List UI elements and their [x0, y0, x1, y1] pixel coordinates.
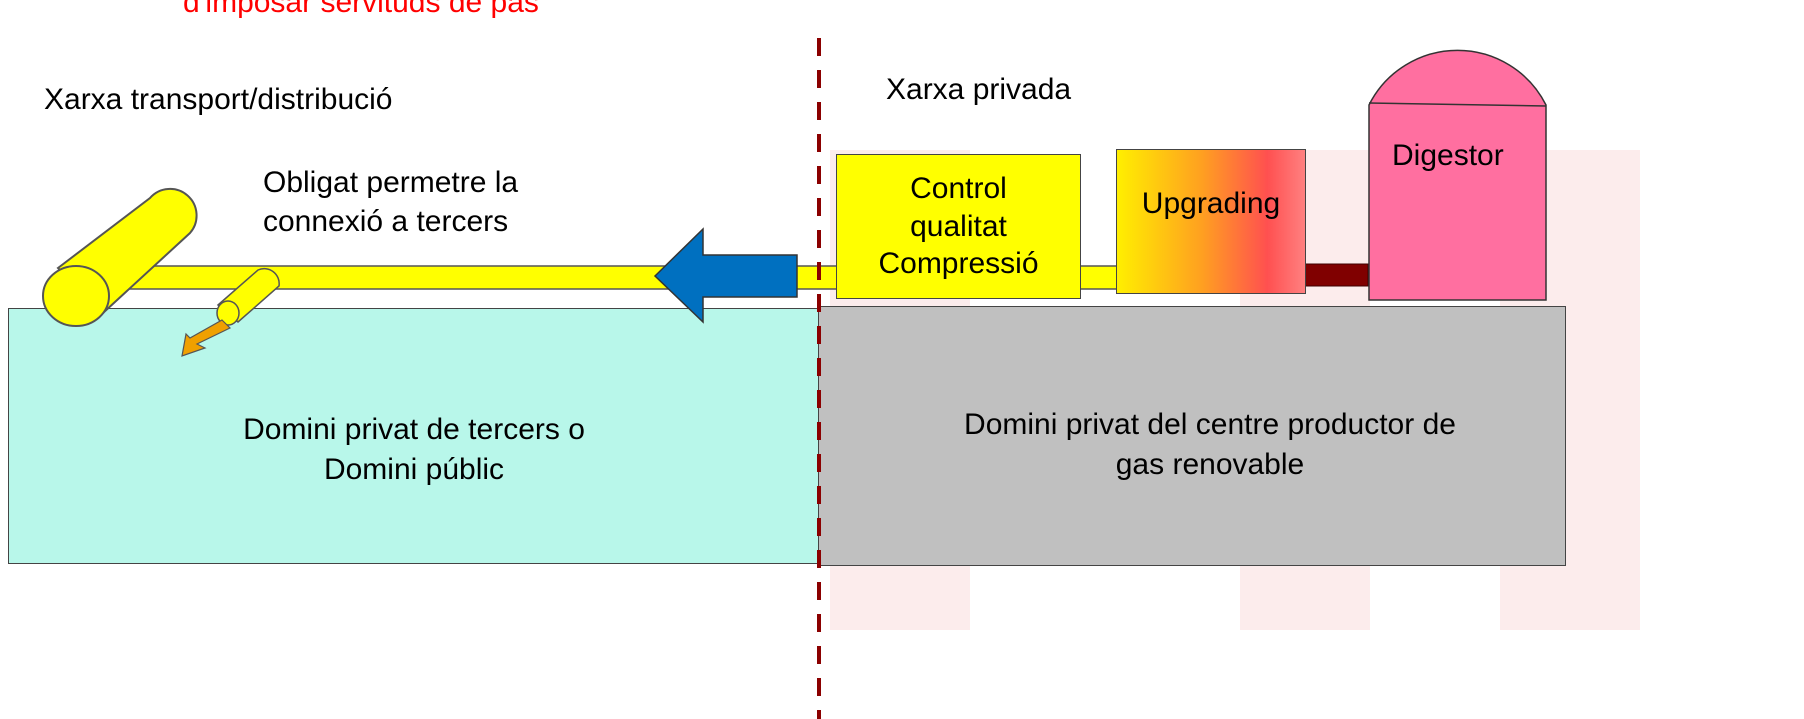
branch-connection-pipe: [216, 267, 280, 326]
public-domain-region: [8, 308, 820, 564]
private-domain-label-line-2: gas renovable: [1115, 448, 1305, 481]
branch-arrow-icon: [181, 319, 232, 357]
obligation-label-line-2: connexió a tercers: [263, 205, 509, 238]
gas-flow-arrow-icon: [653, 227, 798, 324]
digestor-label: Digestor: [1392, 139, 1504, 172]
public-domain-label: Domini privat de tercers o Domini públic: [8, 405, 820, 495]
obligation-label: Obligat permetre la connexió a tercers: [263, 163, 518, 241]
private-domain-label-line-1: Domini privat del centre productor de: [964, 407, 1456, 441]
control-label-line-3: Compressió: [878, 247, 1039, 281]
public-network-label: Xarxa transport/distribució: [44, 83, 393, 116]
upgrading-digestor-pipe: [1303, 263, 1369, 287]
control-label-line-1: Control: [910, 172, 1007, 206]
transport-network-pipe: [42, 187, 198, 327]
public-domain-label-line-2: Domini públic: [323, 453, 505, 486]
quality-control-compression-box: Control qualitat Compressió: [836, 154, 1081, 299]
header-note: d'imposar servituds de pas: [183, 0, 539, 19]
digestor-tank: [1368, 49, 1547, 301]
control-label-line-2: qualitat: [910, 209, 1007, 243]
upgrading-label: Upgrading: [1141, 187, 1281, 220]
obligation-label-line-1: Obligat permetre la: [263, 166, 519, 199]
private-network-label: Xarxa privada: [886, 73, 1072, 106]
connector-pipe: [1077, 265, 1119, 290]
upgrading-box: Upgrading: [1116, 149, 1306, 294]
public-domain-label-line-1: Domini privat de tercers o: [243, 412, 585, 446]
private-domain-region: [818, 306, 1566, 566]
private-domain-label: Domini privat del centre productor de ga…: [818, 400, 1602, 490]
